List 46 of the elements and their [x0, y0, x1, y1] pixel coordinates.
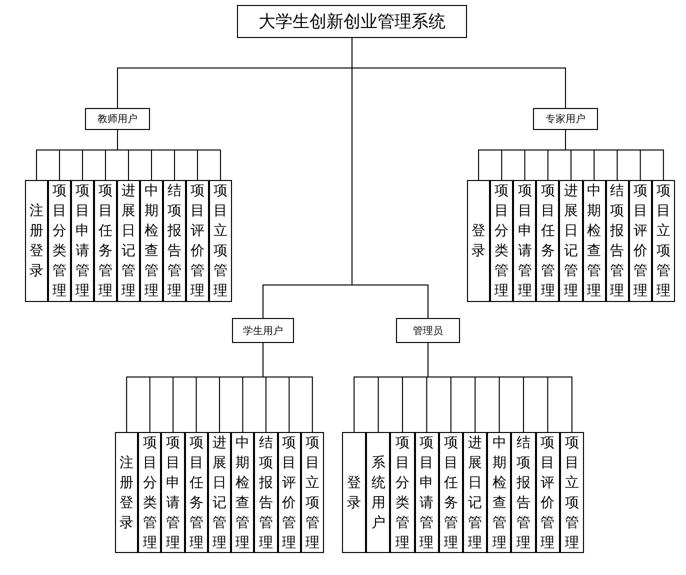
function-box: 进展日记管理 [559, 180, 583, 302]
function-box: 结项报告管理 [163, 180, 186, 302]
function-box: 项目任务管理 [94, 180, 117, 302]
connector-line [262, 342, 313, 432]
function-box: 项目申请管理 [414, 432, 439, 553]
function-box: 项目分类管理 [490, 180, 514, 302]
function-box: 项目任务管理 [438, 432, 463, 553]
function-box: 进展日记管理 [463, 432, 488, 553]
function-box: 结项报告管理 [606, 180, 629, 302]
function-box: 项目任务管理 [184, 432, 208, 553]
function-box: 注册登录 [115, 432, 138, 553]
function-box: 项目分类管理 [48, 180, 71, 302]
role-box: 教师用户 [85, 108, 150, 130]
function-box: 注册登录 [25, 180, 48, 302]
connector-line [428, 342, 572, 432]
connector-line [565, 130, 664, 180]
function-box: 项目评价管理 [536, 432, 560, 553]
function-box: 中期检查管理 [140, 180, 163, 302]
function-box: 项目申请管理 [71, 180, 94, 302]
function-box: 项目评价管理 [628, 180, 652, 302]
connector-line [117, 130, 221, 180]
function-box: 进展日记管理 [117, 180, 140, 302]
function-box: 登录 [342, 432, 366, 553]
function-box: 项目立项管理 [652, 180, 675, 302]
function-box: 项目立项管理 [560, 432, 584, 553]
role-box: 专家用户 [533, 108, 598, 130]
title-box: 大学生创新创业管理系统 [237, 5, 467, 38]
function-box: 结项报告管理 [254, 432, 278, 553]
role-box: 学生用户 [232, 318, 294, 343]
function-box: 项目分类管理 [138, 432, 162, 553]
function-box: 结项报告管理 [511, 432, 536, 553]
function-box: 项目立项管理 [300, 432, 324, 553]
function-box: 登录 [467, 180, 490, 302]
function-box: 项目立项管理 [209, 180, 232, 302]
function-box: 中期检查管理 [582, 180, 606, 302]
function-box: 项目评价管理 [186, 180, 209, 302]
function-box: 进展日记管理 [208, 432, 232, 553]
function-box: 项目申请管理 [513, 180, 536, 302]
function-box: 项目评价管理 [278, 432, 301, 553]
role-box: 管理员 [396, 318, 460, 343]
function-box: 中期检查管理 [231, 432, 254, 553]
function-box: 项目任务管理 [536, 180, 560, 302]
function-box: 项目申请管理 [161, 432, 185, 553]
function-box: 中期检查管理 [487, 432, 512, 553]
function-box: 系统用户 [366, 432, 390, 553]
function-box: 项目分类管理 [390, 432, 415, 553]
